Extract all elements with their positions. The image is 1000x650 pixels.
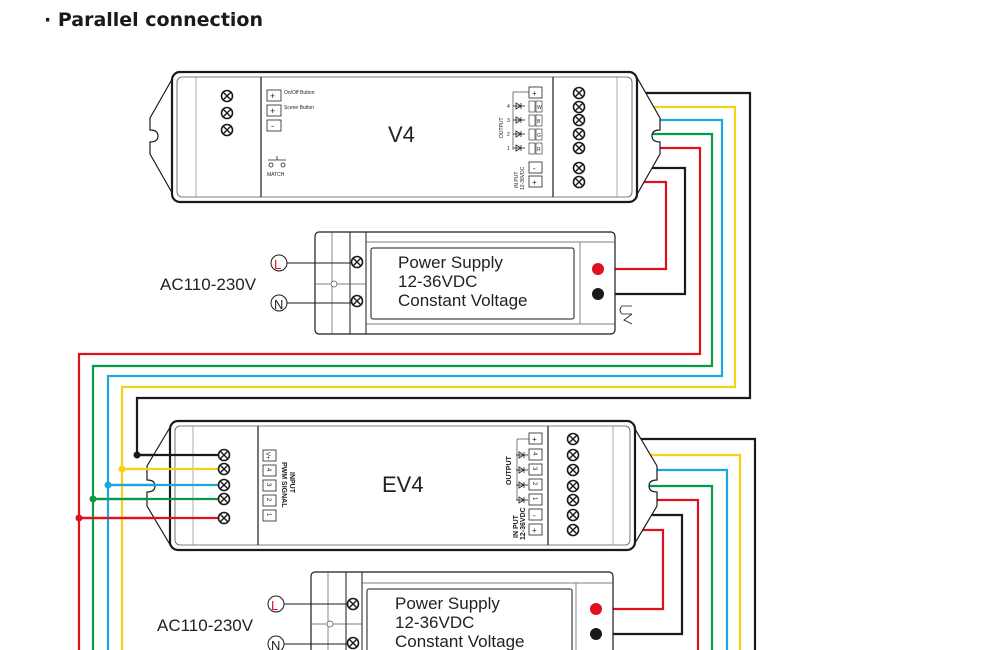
- psu-title: Power Supply: [398, 253, 503, 272]
- ac-voltage-label: AC110-230V: [160, 275, 257, 294]
- svg-text:-: -: [533, 164, 536, 173]
- negative-terminal-dot: [592, 288, 604, 300]
- svg-text:V+: V+: [264, 452, 270, 460]
- ev4-input-label: INPUT: [288, 472, 295, 494]
- v4-input-voltage: 12-36VDC: [520, 166, 526, 190]
- svg-text:-: -: [533, 511, 536, 520]
- ev4-repeater: V+ 4 3 2 1 INPUT PWM SIGNAL EV4 OUTPUT +…: [79, 419, 658, 552]
- match-switch-icon: [268, 156, 286, 168]
- power-supply-2: L N AC110-230V Power Supply 12-36VDC Con…: [157, 571, 614, 650]
- negative-terminal-dot: [590, 628, 602, 640]
- positive-terminal-dot: [590, 603, 602, 615]
- ev4-power-voltage: 12-36VDC: [520, 507, 527, 540]
- onoff-button-label: On/Off Button: [284, 90, 315, 96]
- v4-input-label: IN PUT: [514, 172, 520, 188]
- v4-output-channels: W 4 B 3 G 2 R 1: [507, 100, 543, 155]
- live-label: L: [274, 257, 281, 272]
- svg-text:+: +: [532, 435, 537, 444]
- svg-text:+: +: [532, 526, 537, 535]
- scene-button-terminal: [266, 104, 282, 117]
- ev4-name: EV4: [382, 472, 424, 497]
- svg-text:3: 3: [507, 118, 510, 124]
- svg-text:2: 2: [531, 482, 537, 486]
- svg-text:+: +: [270, 91, 275, 101]
- scene-button-label: Scene Button: [284, 105, 314, 111]
- svg-text:4: 4: [265, 468, 271, 472]
- svg-text:+: +: [270, 106, 275, 116]
- ev4-pwm-label: PWM SIGNAL: [280, 462, 287, 508]
- v4-controller: + On/Off Button + Scene Button - MATCH V…: [149, 70, 661, 204]
- svg-text:4: 4: [507, 104, 510, 110]
- svg-text:+: +: [532, 89, 537, 98]
- svg-text:W: W: [537, 105, 542, 111]
- ev4-input-terminals: V+ 4 3 2 1: [262, 449, 277, 522]
- psu-voltage: 12-36VDC: [398, 272, 477, 291]
- match-label: MATCH: [267, 172, 285, 178]
- psu-type: Constant Voltage: [395, 632, 524, 650]
- svg-text:B: B: [537, 119, 541, 125]
- svg-text:R: R: [537, 147, 541, 153]
- svg-text:4: 4: [531, 452, 537, 456]
- svg-text:+: +: [532, 178, 537, 187]
- svg-text:-: -: [271, 121, 274, 131]
- svg-text:1: 1: [531, 497, 537, 501]
- ev4-power-label: IN PUT: [513, 514, 520, 538]
- section-title: · Parallel connection: [44, 9, 263, 31]
- v4-name: V4: [388, 122, 415, 147]
- ev4-output-label: OUTPUT: [506, 456, 513, 486]
- neutral-label: N: [271, 638, 280, 650]
- svg-text:1: 1: [507, 146, 510, 152]
- psu-voltage: 12-36VDC: [395, 613, 474, 632]
- neutral-label: N: [274, 297, 283, 312]
- svg-text:2: 2: [507, 132, 510, 138]
- ac-voltage-label: AC110-230V: [157, 616, 254, 635]
- onoff-button-terminal: [266, 89, 282, 102]
- power-supply-1: L N AC110-230V Power Supply 12-36VDC Con…: [160, 231, 633, 335]
- positive-terminal-dot: [592, 263, 604, 275]
- svg-text:G: G: [537, 133, 541, 139]
- minus-terminal: [266, 119, 282, 132]
- svg-text:3: 3: [531, 467, 537, 471]
- v4-output-label: OUTPUT: [499, 117, 505, 138]
- svg-text:2: 2: [265, 498, 271, 502]
- live-label: L: [271, 598, 278, 613]
- svg-text:1: 1: [265, 513, 271, 517]
- svg-text:3: 3: [265, 483, 271, 487]
- psu-type: Constant Voltage: [398, 291, 527, 310]
- psu-title: Power Supply: [395, 594, 500, 613]
